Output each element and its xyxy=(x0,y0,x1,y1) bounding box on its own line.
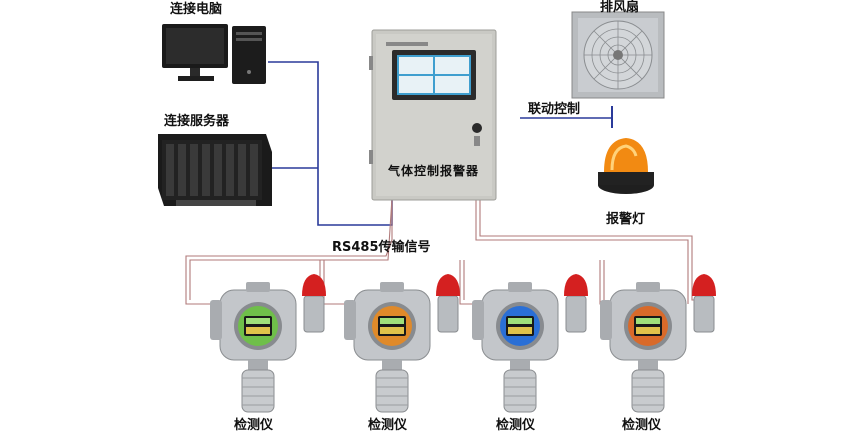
linkage-label: 联动控制 xyxy=(528,102,581,117)
rs485-label: RS485传输信号 xyxy=(332,240,431,255)
controller-label: 气体控制报警器 xyxy=(388,164,480,178)
computer-label: 连接电脑 xyxy=(170,2,223,17)
detector-label: 检测仪 xyxy=(368,418,408,433)
exhaust-fan-icon xyxy=(571,11,665,99)
controller-touchscreen xyxy=(392,50,476,100)
detector-label: 检测仪 xyxy=(622,418,662,433)
key-switch-icon xyxy=(472,123,482,133)
alarm-light-icon xyxy=(598,138,654,194)
fan-label: 排风扇 xyxy=(600,0,640,15)
detector-label: 检测仪 xyxy=(496,418,536,433)
gas-detector-icon xyxy=(210,274,326,413)
server-label: 连接服务器 xyxy=(164,114,230,129)
computer-icon xyxy=(162,24,266,84)
server-rack-icon xyxy=(158,134,272,206)
detector-label: 检测仪 xyxy=(234,418,274,433)
gas-detector-icon xyxy=(344,274,460,413)
gas-controller-cabinet xyxy=(369,29,497,201)
alarm-light-label: 报警灯 xyxy=(606,212,646,227)
gas-detector-icon xyxy=(600,274,716,413)
gas-detector-icon xyxy=(472,274,588,413)
